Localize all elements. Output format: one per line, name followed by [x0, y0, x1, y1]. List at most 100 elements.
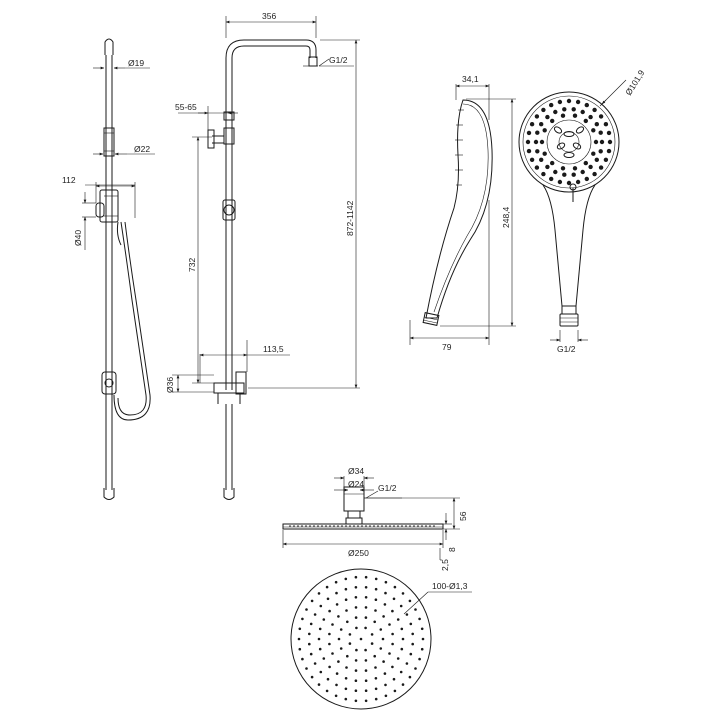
nozzle-dot: [572, 166, 578, 171]
nozzle-dot: [571, 107, 576, 112]
head-shower-plate-nozzles: [289, 525, 435, 527]
nozzle-dot: [405, 662, 409, 665]
label-d22: Ø22: [134, 144, 150, 154]
nozzle-dot: [584, 176, 589, 182]
nozzle-dot: [335, 603, 339, 606]
nozzle-dot: [374, 598, 378, 601]
nozzle-dot: [354, 586, 358, 589]
nozzle-dot: [373, 620, 377, 624]
hand-shower-nozzles: [525, 98, 613, 186]
nozzle-dot: [331, 652, 334, 655]
nozzle-dot: [325, 585, 329, 589]
label-h732: 732: [187, 258, 197, 272]
nozzle-dot: [313, 662, 317, 665]
nozzle-dot: [542, 151, 547, 156]
nozzle-dot: [411, 632, 415, 636]
nozzle-dot: [606, 130, 612, 136]
plate-nozzle-dot: [389, 525, 391, 527]
nozzle-dot: [374, 687, 378, 691]
nozzle-dot: [328, 632, 331, 636]
plate-nozzle-dot: [409, 525, 411, 527]
nozzle-dot: [364, 626, 367, 630]
nozzle-dot: [354, 575, 358, 579]
nozzle-dot: [391, 609, 394, 613]
nozzle-dot: [337, 615, 340, 618]
plate-nozzle-dot: [317, 525, 319, 527]
nozzle-dot: [354, 699, 358, 703]
nozzle-dot: [354, 596, 358, 599]
nozzle-dot: [409, 652, 413, 656]
nozzle-dot: [539, 157, 544, 162]
label-w5565: 55-65: [175, 102, 197, 112]
nozzle-dot: [557, 99, 563, 105]
label-g12-top: G1/2: [329, 55, 348, 65]
nozzle-dot: [364, 689, 368, 692]
nozzle-dot: [354, 659, 358, 662]
nozzle-dot: [388, 652, 391, 655]
nozzle-dot: [318, 647, 322, 651]
nozzle-dot: [591, 128, 596, 133]
nozzle-dot: [345, 666, 348, 669]
nozzle-dot: [308, 632, 311, 636]
head-shower-side: Ø34 Ø24 G1/2 56 Ø250 8 2,5: [282, 466, 468, 571]
label-d34: Ø34: [348, 466, 364, 476]
nozzle-dot: [364, 648, 367, 652]
nozzle-dot: [560, 113, 566, 118]
nozzle-dot: [370, 642, 374, 645]
nozzle-dot: [301, 617, 304, 621]
nozzle-dot: [344, 587, 348, 591]
nozzle-dot: [396, 657, 400, 660]
nozzle-dot: [354, 689, 358, 692]
nozzle-dot: [400, 647, 404, 651]
label-d36: Ø36: [165, 377, 175, 393]
nozzle-dot: [591, 151, 596, 156]
plate-nozzle-dot: [421, 525, 423, 527]
nozzle-dot: [325, 689, 329, 693]
plate-nozzle-dot: [313, 525, 315, 527]
nozzle-dot: [374, 677, 378, 680]
nozzle-dot: [401, 683, 405, 686]
nozzle-dot: [580, 109, 585, 115]
nozzle-dot: [309, 622, 313, 626]
nozzle-dot: [384, 694, 388, 698]
nozzle-dot: [534, 114, 540, 119]
label-g12-head: G1/2: [378, 483, 397, 493]
nozzle-dot: [418, 657, 421, 661]
plate-nozzle-dot: [381, 525, 383, 527]
nozzle-dot: [318, 627, 322, 631]
nozzle-dot: [557, 179, 563, 185]
nozzle-dot: [572, 113, 578, 118]
nozzle-dot: [408, 599, 412, 603]
label-w356: 356: [262, 11, 276, 21]
nozzle-dot: [414, 608, 417, 611]
nozzle-dot: [364, 586, 368, 589]
nozzle-dot: [355, 626, 358, 630]
nozzle-dot: [331, 623, 334, 626]
plate-nozzle-dot: [385, 525, 387, 527]
plate-nozzle-dot: [309, 525, 311, 527]
nozzle-dot: [545, 114, 550, 120]
nozzle-dot: [599, 139, 605, 145]
nozzle-dot: [526, 148, 532, 154]
nozzle-dot: [598, 165, 604, 170]
nozzle-dot: [401, 592, 405, 595]
nozzle-dot: [592, 171, 597, 177]
plate-nozzle-dot: [413, 525, 415, 527]
nozzle-dot: [373, 654, 377, 658]
nozzle-dot: [575, 99, 581, 105]
nozzle-dot: [335, 591, 338, 595]
plate-nozzle-dot: [401, 525, 403, 527]
plate-nozzle-dot: [429, 525, 431, 527]
label-d40: Ø40: [73, 230, 83, 246]
nozzle-dot: [421, 637, 425, 641]
nozzle-dot: [305, 608, 308, 611]
nozzle-dot: [535, 149, 540, 154]
nozzle-dot: [374, 697, 378, 701]
nozzle-dot: [588, 114, 593, 120]
label-d250: Ø250: [348, 548, 369, 558]
nozzle-dot: [575, 179, 581, 185]
plate-nozzle-dot: [337, 525, 339, 527]
nozzle-dot: [606, 148, 612, 154]
nozzle-dot: [408, 675, 412, 679]
nozzle-dot: [411, 642, 415, 646]
